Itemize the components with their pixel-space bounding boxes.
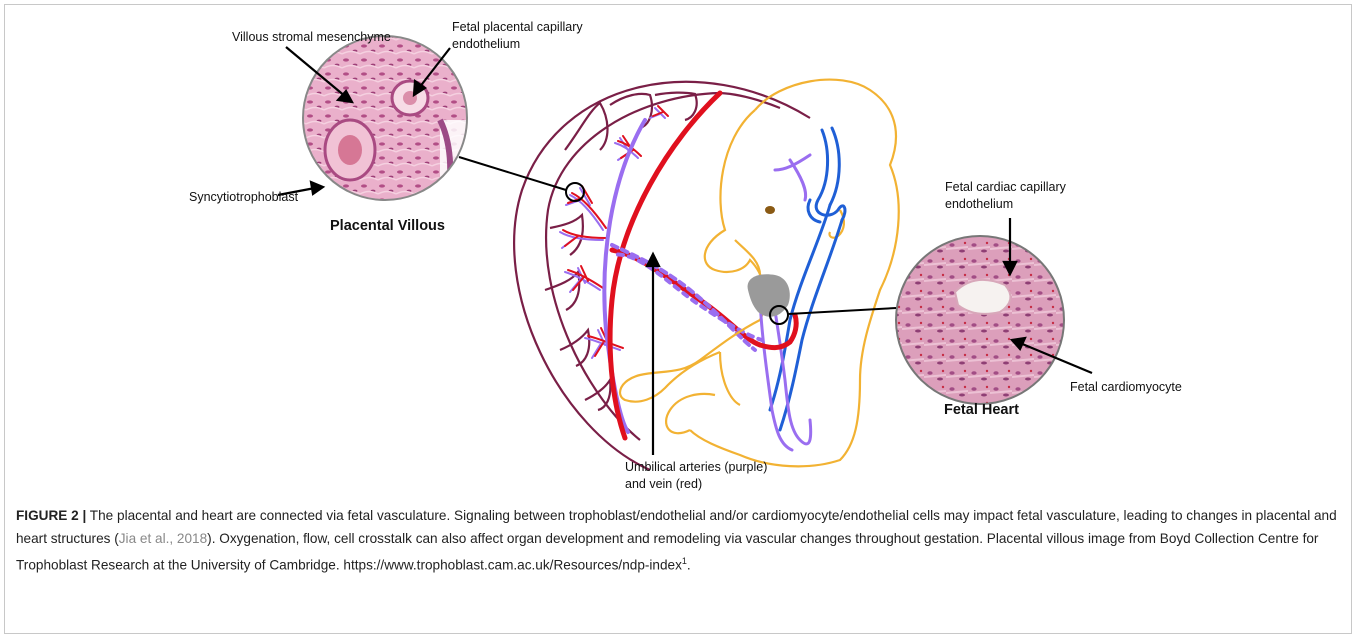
label-fetal-heart: Fetal Heart <box>944 403 1019 418</box>
villous-tree <box>560 106 668 358</box>
figure-illustration <box>0 0 1358 500</box>
fetal-heart-histology <box>896 236 1064 404</box>
figure-label: FIGURE 2 | <box>16 508 86 523</box>
label-fetal-placental-capillary-2: endothelium <box>452 37 520 52</box>
placental-villous-histology <box>303 36 480 200</box>
umbilical-cord <box>612 245 762 350</box>
caption-text-3: . <box>687 558 691 573</box>
figure-caption: FIGURE 2 | The placental and heart are c… <box>16 504 1346 577</box>
villous-connector-line <box>459 157 566 190</box>
caption-citation-link[interactable]: Jia et al., 2018 <box>119 531 207 546</box>
label-villous-stromal-mesenchyme: Villous stromal mesenchyme <box>232 30 391 45</box>
label-placental-villous: Placental Villous <box>330 219 445 234</box>
label-syncytiotrophoblast: Syncytiotrophoblast <box>189 190 298 205</box>
label-fetal-cardiomyocyte: Fetal cardiomyocyte <box>1070 380 1182 395</box>
fetal-eye <box>765 206 775 214</box>
label-fetal-cardiac-capillary-2: endothelium <box>945 197 1013 212</box>
label-umbilical-vein: and vein (red) <box>625 477 702 492</box>
caption-text-2: ). Oxygenation, flow, cell crosstalk can… <box>16 531 1318 573</box>
heart-connector-line <box>788 308 896 314</box>
fetal-heart-shape <box>748 274 790 317</box>
label-fetal-cardiac-capillary-1: Fetal cardiac capillary <box>945 180 1066 195</box>
label-umbilical-arteries: Umbilical arteries (purple) <box>625 460 767 475</box>
label-fetal-placental-capillary-1: Fetal placental capillary <box>452 20 583 35</box>
